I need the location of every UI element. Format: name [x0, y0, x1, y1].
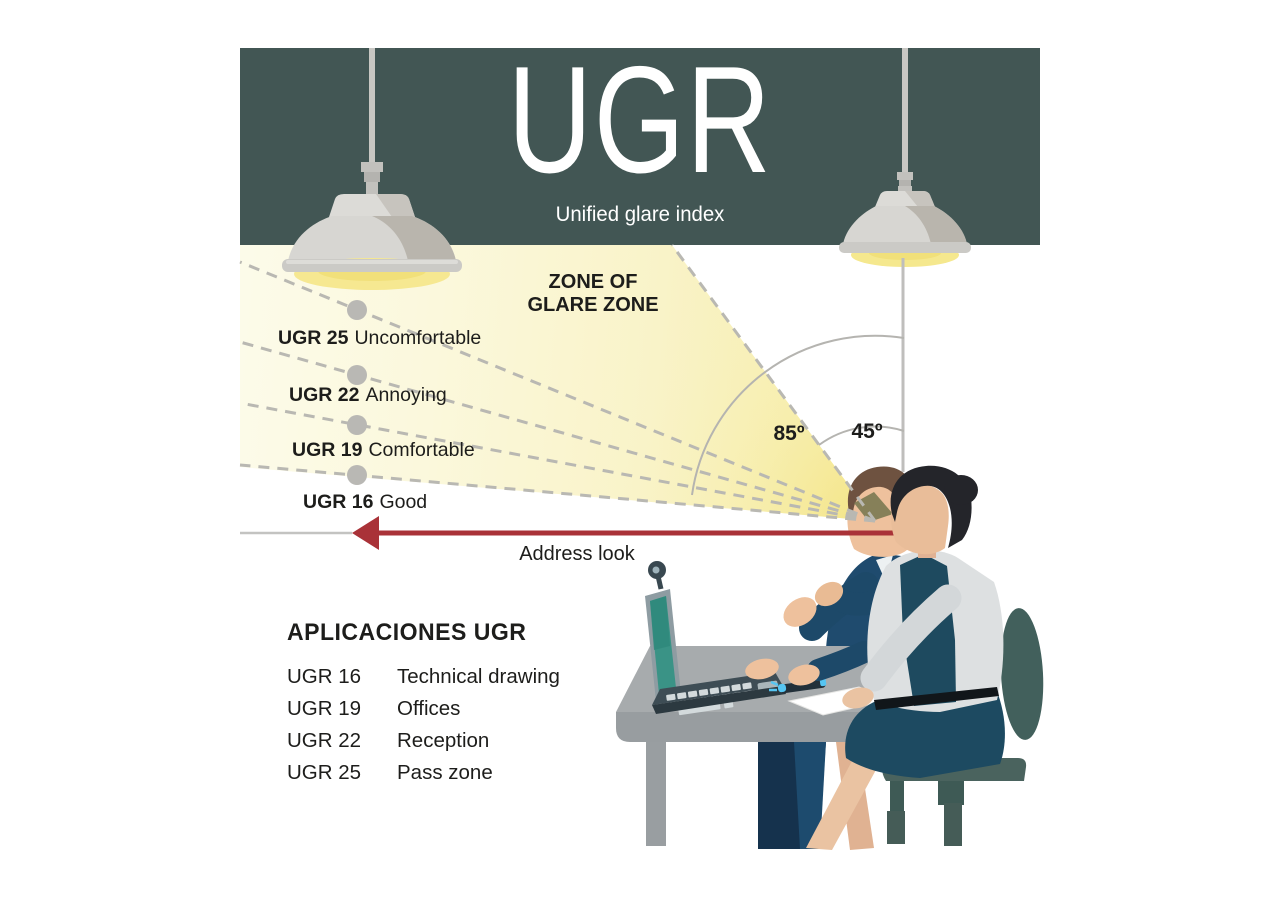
angle-label-45: 45º	[851, 420, 883, 443]
page-subtitle: Unified glare index	[555, 203, 725, 226]
application-row: UGR 25 Pass zone	[287, 761, 493, 785]
page-title: UGR	[507, 35, 773, 205]
angle-arc-85	[691, 334, 905, 496]
gaze-arrow	[352, 516, 901, 550]
ugr-dashed-lines	[239, 244, 877, 523]
app-code: UGR 25	[287, 761, 362, 784]
angle-label-85: 85º	[773, 422, 805, 445]
app-code: UGR 19	[287, 697, 362, 720]
man-visor	[854, 492, 893, 522]
woman-sleeve	[860, 584, 962, 692]
light-beam	[240, 245, 875, 521]
shirt-collar	[876, 555, 893, 582]
lamp-cord-right	[902, 48, 908, 176]
gaze-arrow-label: Address look	[519, 543, 635, 565]
pen	[769, 677, 827, 694]
scale-code: UGR 25	[278, 327, 349, 349]
scale-label: Uncomfortable	[354, 327, 482, 349]
glare-edge-line	[670, 244, 877, 522]
scale-code: UGR 22	[289, 384, 360, 406]
woman-legs	[806, 742, 888, 850]
scale-dot	[347, 300, 367, 320]
application-row: UGR 19 Offices	[287, 697, 460, 721]
scale-code: UGR 16	[303, 491, 374, 513]
applications-heading: APLICACIONES UGR	[287, 619, 527, 646]
scale-label: Annoying	[365, 384, 447, 406]
woman-skirt	[845, 689, 1005, 778]
app-code: UGR 22	[287, 729, 362, 752]
laptop	[645, 561, 786, 716]
glare-zone-line2: GLARE ZONE	[527, 294, 659, 316]
man-raised-hand-2	[814, 581, 844, 607]
app-label: Reception	[397, 729, 490, 752]
pendant-lamp-right	[839, 48, 971, 472]
scale-label: Comfortable	[368, 439, 475, 461]
glare-zone-label: ZONE OF GLARE ZONE	[493, 271, 693, 317]
woman-face	[891, 484, 949, 555]
woman-hand	[842, 687, 874, 709]
hair-bun	[944, 475, 978, 505]
app-label: Technical drawing	[397, 665, 560, 688]
desk-leg	[646, 742, 666, 846]
woman-belt	[874, 687, 999, 710]
man-raised-hand	[783, 597, 817, 627]
pendant-lamp-left	[282, 48, 462, 290]
app-label: Pass zone	[397, 761, 493, 784]
scale-dot	[347, 465, 367, 485]
angle-arc-45	[818, 425, 905, 446]
scale-dots	[347, 300, 367, 485]
scale-code: UGR 19	[292, 439, 363, 461]
application-row: UGR 22 Reception	[287, 729, 489, 753]
angle-arcs	[691, 334, 905, 496]
scale-label: Good	[379, 491, 428, 513]
man-hand	[745, 658, 779, 680]
ugr25-line	[239, 260, 876, 523]
scale-dot	[347, 365, 367, 385]
man-hand-pen	[788, 664, 820, 686]
man-hair	[847, 466, 914, 518]
lamp-cord-left	[369, 48, 375, 166]
scale-dot	[347, 415, 367, 435]
man-desk-arm	[745, 641, 875, 686]
application-row: UGR 16 Technical drawing	[287, 665, 560, 689]
arrowhead-left-icon	[352, 516, 379, 550]
ugr19-line	[239, 401, 876, 523]
glare-zone-line1: ZONE OF	[548, 271, 638, 293]
app-code: UGR 16	[287, 665, 362, 688]
ugr22-line	[239, 340, 876, 523]
app-label: Offices	[397, 697, 461, 720]
woman-figure	[842, 465, 1005, 778]
